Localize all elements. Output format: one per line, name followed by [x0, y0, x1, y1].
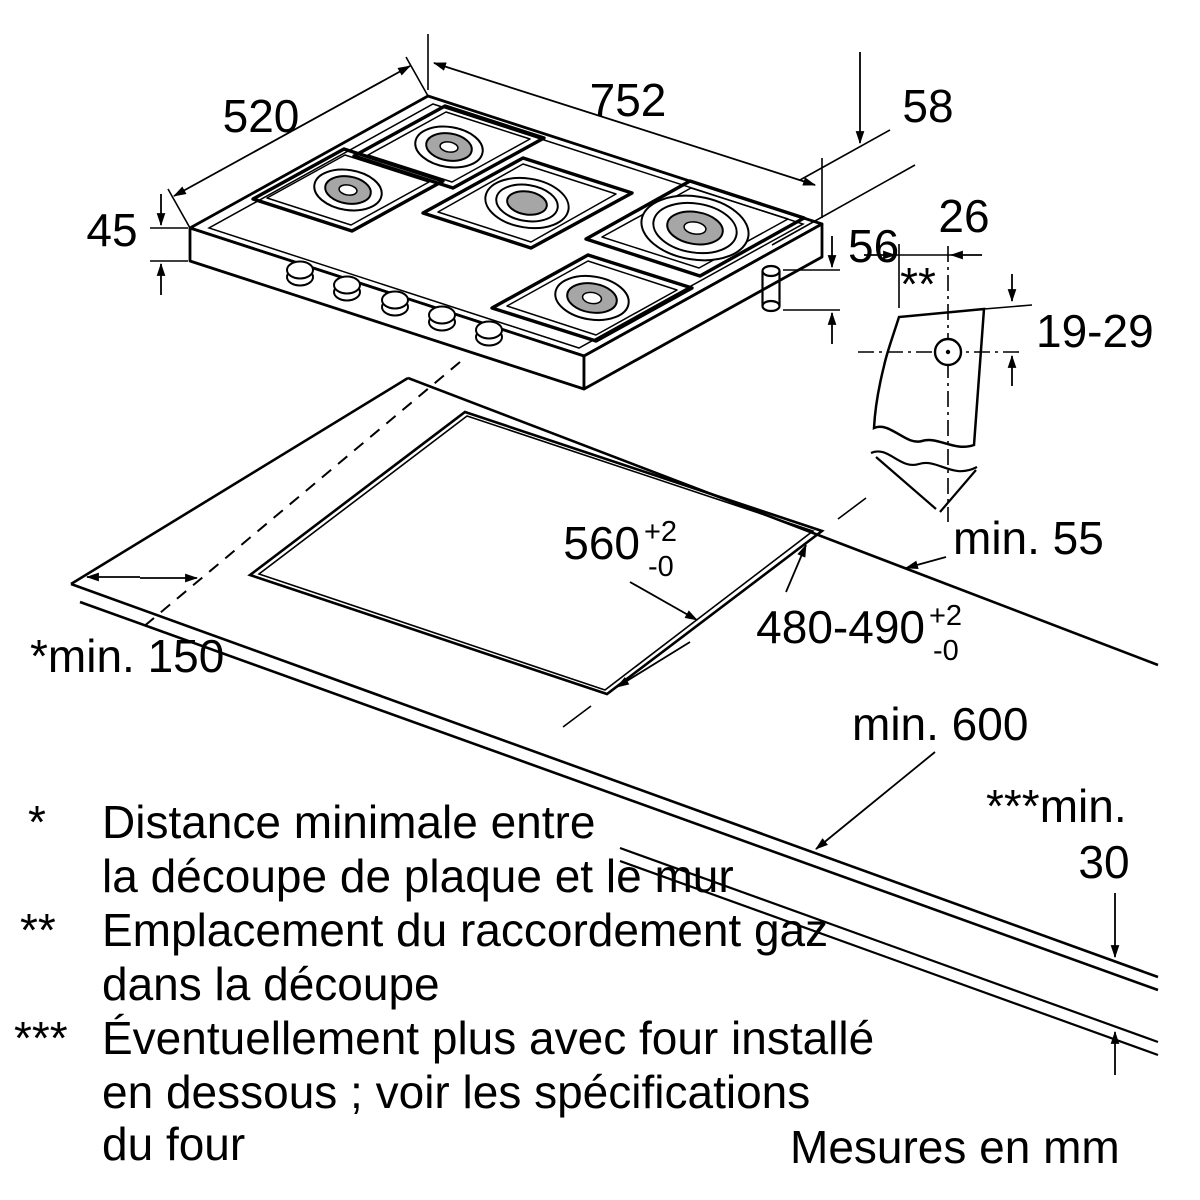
break-wave-line [870, 450, 978, 473]
burner-front-left [313, 168, 383, 212]
hob-right-face [582, 222, 824, 391]
burner-grate [421, 156, 634, 250]
below-clearance-label-1: ***min. [986, 780, 1127, 832]
hob-depth-arrow-front [173, 130, 293, 197]
footnote1-line1: Distance minimale entre [102, 796, 595, 848]
cutout-depth-extension-front [562, 705, 592, 728]
control-knobs [286, 260, 503, 347]
cabinet-front-top-line [619, 846, 1159, 1044]
burner-wok-right [640, 194, 750, 262]
hob-inner-rim [207, 103, 805, 349]
front-clearance-arrow [815, 751, 936, 850]
cutout-opening-outer [247, 410, 825, 696]
burner-centre [484, 176, 570, 230]
footnote2-marker: ** [20, 904, 56, 956]
burner-front-centre [554, 274, 630, 322]
footnote1-line2: la découpe de plaque et le mur [102, 850, 734, 902]
front-clearance-label: min. 600 [852, 698, 1028, 750]
hob-height-label: 45 [86, 204, 137, 256]
gas-rear-label: 58 [902, 80, 953, 132]
burner-grate [490, 253, 694, 343]
worktop-corner-fragment [872, 307, 986, 448]
detail-offset-label: 26 [938, 190, 989, 242]
worktop-wall-edge [70, 376, 409, 586]
cutout-depth-extension-rear [837, 497, 867, 520]
hob-dimensions: 520 752 45 58 56 [86, 34, 954, 344]
cutout-opening-inner [257, 415, 815, 691]
footnote2-line1: Emplacement du raccordement gaz [102, 904, 828, 956]
footnote2-line2: dans la découpe [102, 958, 440, 1010]
gas-connection-detail: 26 ** 19-29 [858, 190, 1154, 522]
burner-grates-inner [266, 111, 789, 336]
cutout-depth-label: 480-490 [756, 601, 925, 653]
wall-clearance-label: *min. 150 [30, 630, 224, 682]
burner-grate [352, 104, 546, 190]
detail-range-label: 19-29 [1036, 305, 1154, 357]
hob-width-arrow-right [624, 123, 817, 186]
rear-clearance-arrow [904, 556, 947, 570]
cutout-width-tol-sup: +2 [644, 516, 677, 548]
footnote3-line2: en dessous ; voir les spécifications [102, 1066, 810, 1118]
footnote1-marker: * [28, 796, 46, 848]
worktop-front-edge [70, 582, 1159, 979]
rear-clearance-label: min. 55 [953, 512, 1104, 564]
control-knob [286, 260, 314, 287]
below-clearance-label-2: 30 [1078, 836, 1129, 888]
hob-drawing [188, 94, 824, 391]
burner-grates [251, 104, 806, 343]
cutout-depth-arrow-front [616, 641, 691, 688]
footnote3-line1: Éventuellement plus avec four installé [102, 1012, 874, 1064]
control-knob [381, 290, 409, 317]
gas-connection-pipe [761, 264, 781, 313]
cabinet-front-bottom-line [619, 859, 1159, 1057]
cutout-width-label: 560 [563, 517, 640, 569]
burner-rear-left [414, 125, 484, 169]
hob-depth-label: 520 [223, 90, 300, 142]
cutout-depth-tol-sub: -0 [933, 635, 959, 667]
break-continuation [875, 456, 977, 513]
burners [313, 125, 750, 322]
hob-width-label: 752 [590, 74, 667, 126]
footnotes: * Distance minimale entre la découpe de … [14, 796, 1120, 1173]
burner-grate [584, 179, 806, 278]
cutout-depth-arrow-rear [785, 544, 807, 593]
footnote3-marker: *** [14, 1012, 68, 1064]
footnote3-line3: du four [102, 1118, 245, 1170]
gas-height-label: 56 [848, 220, 899, 272]
units-note: Mesures en mm [790, 1121, 1120, 1173]
control-knob [475, 320, 503, 347]
gas-hole-center [945, 349, 951, 355]
hob-width-arrow-left [432, 62, 626, 125]
cutout-width-arrow [629, 581, 698, 621]
projection-dashed-line [141, 361, 461, 629]
cutout-width-tol-sub: -0 [648, 551, 674, 583]
burner-grate [251, 147, 445, 233]
worktop-drawing: 560 +2 -0 480-490 +2 -0 min. 55 *min. 15… [30, 361, 1159, 1075]
hob-depth-arrow-rear [291, 65, 411, 132]
control-knob [428, 305, 456, 332]
worktop-front-edge-underside [79, 600, 1159, 992]
cutout-depth-tol-sup: +2 [929, 600, 962, 632]
control-knob [333, 275, 361, 302]
detail-marker-label: ** [900, 258, 936, 310]
